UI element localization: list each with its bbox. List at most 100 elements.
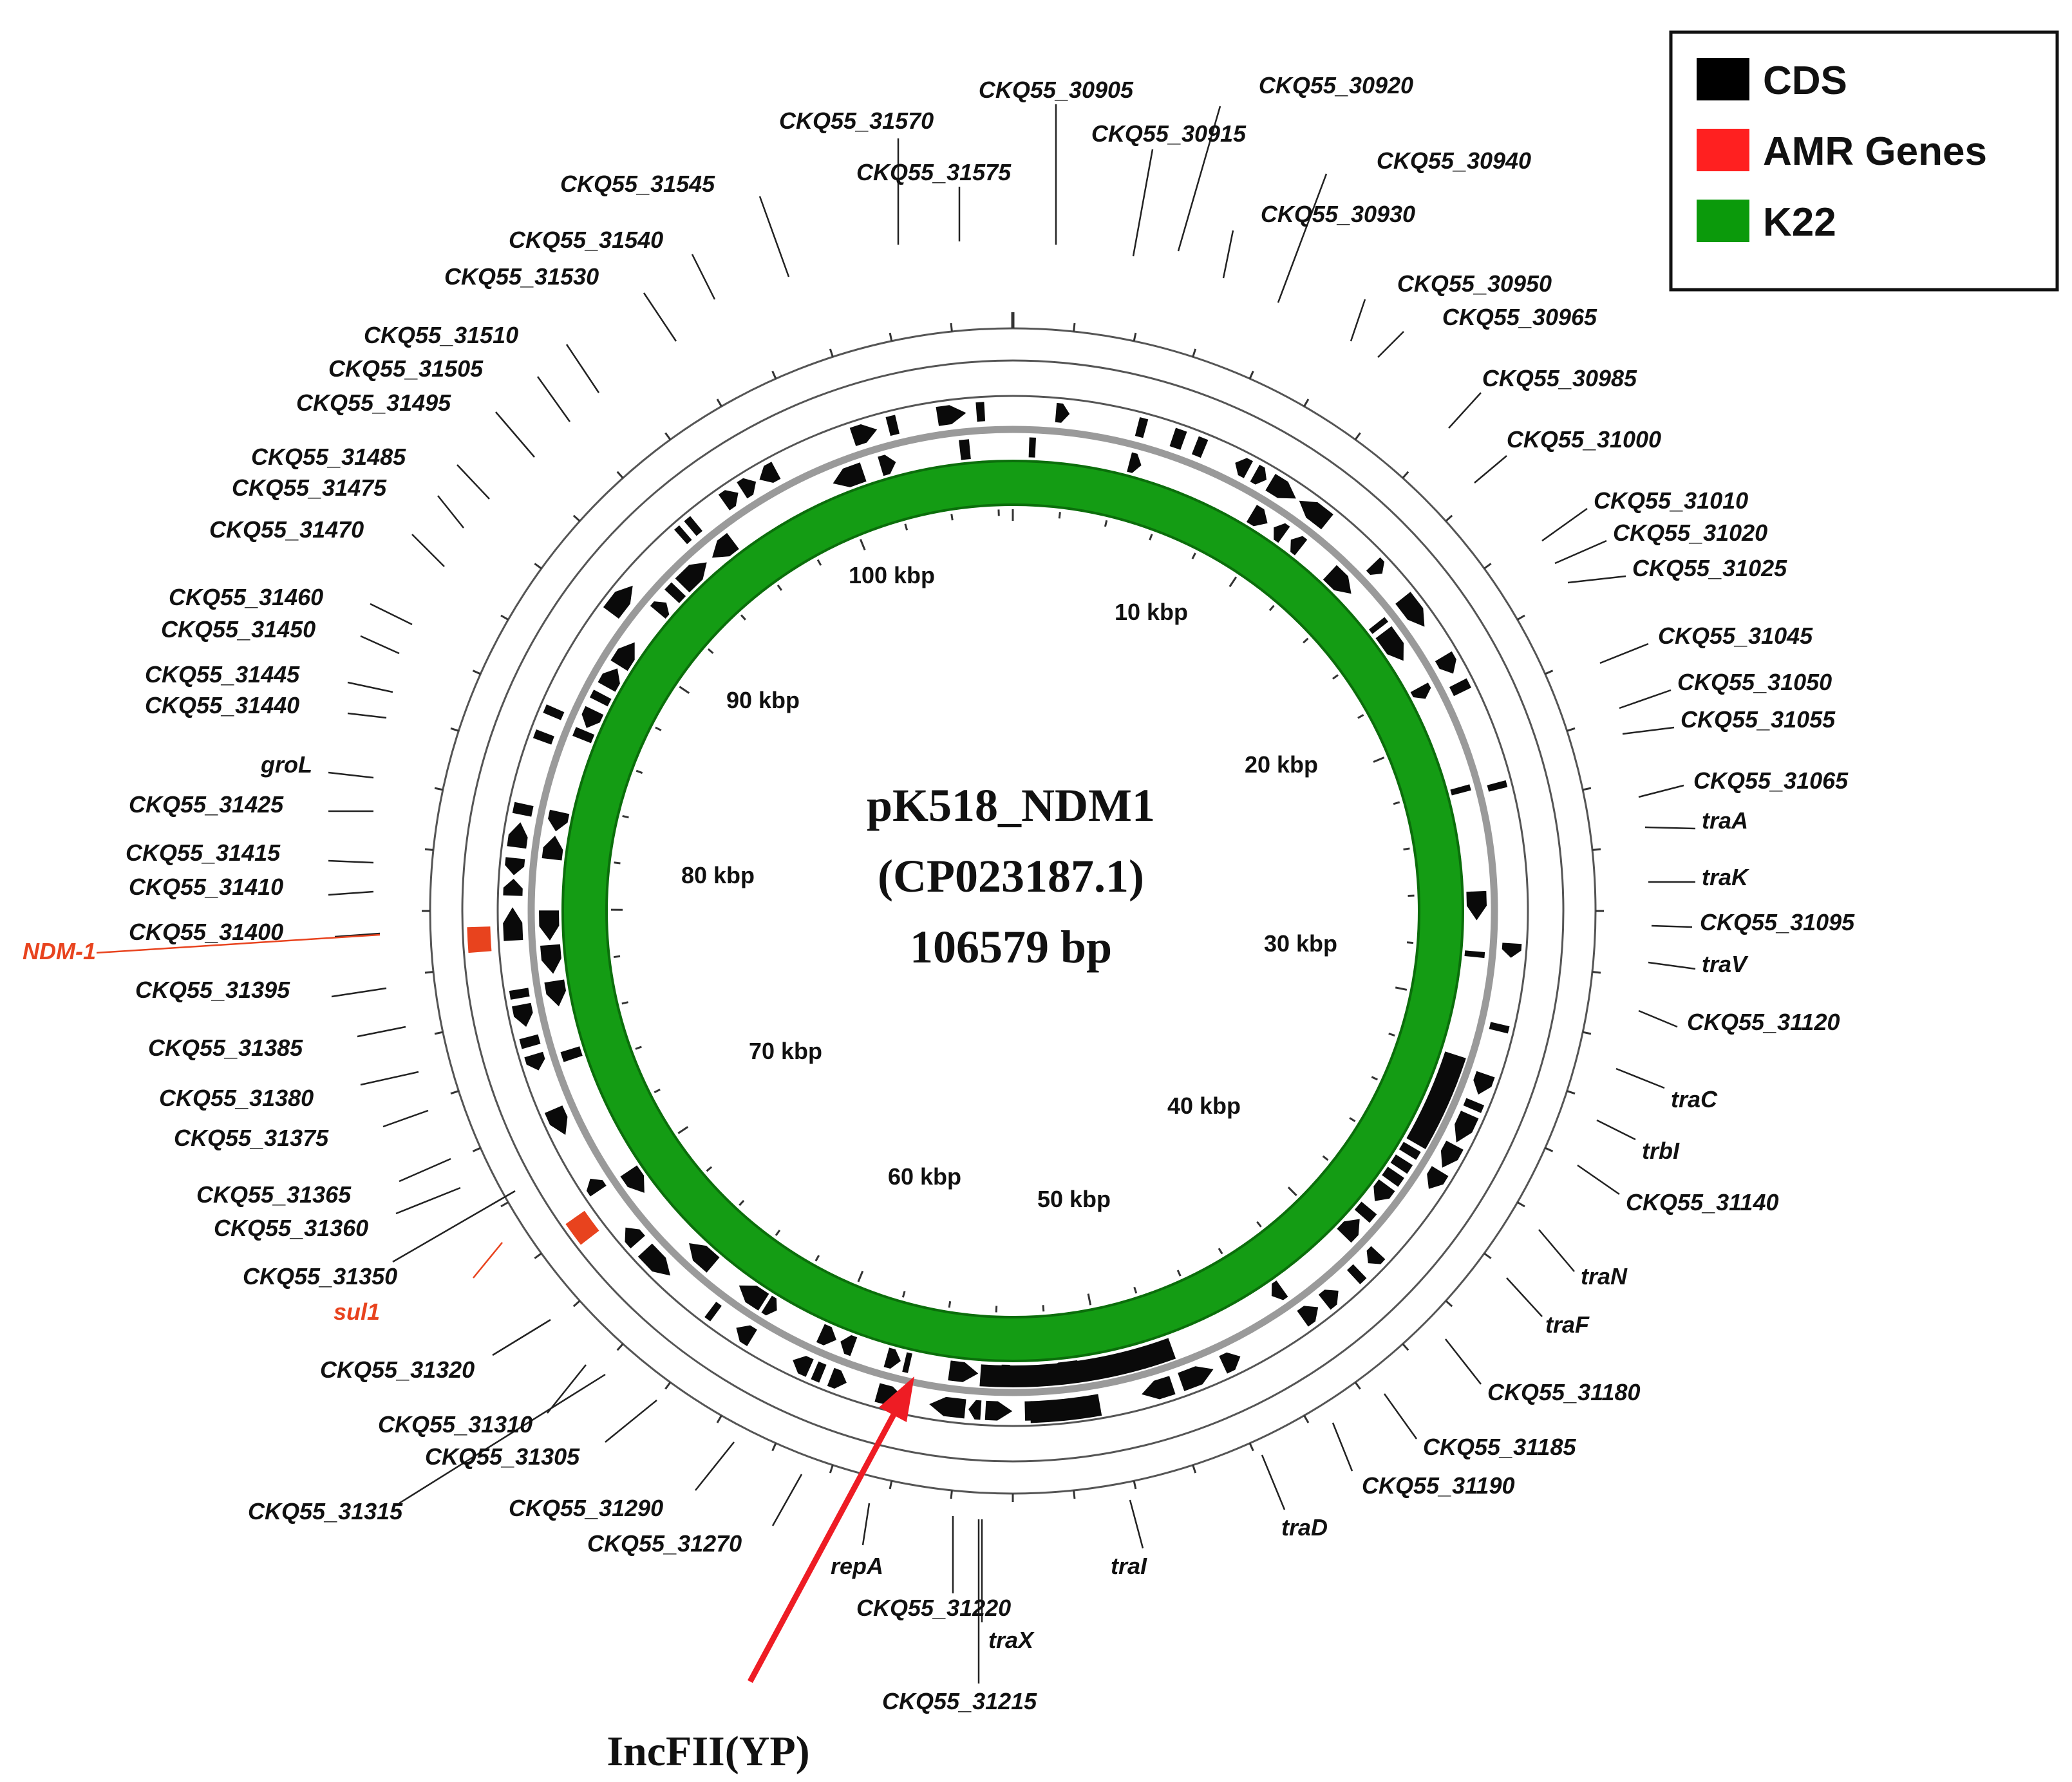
cds-feature [736, 1325, 757, 1346]
amr-features [467, 926, 599, 1245]
gene-leader [492, 1318, 551, 1356]
cds-feature [505, 857, 525, 876]
outer-tick [889, 1480, 893, 1490]
cds-features [503, 402, 1522, 1423]
cds-feature [1274, 523, 1290, 543]
gene-label: CKQ55_31290 [509, 1495, 663, 1521]
inner-tick [679, 686, 690, 694]
cds-feature [712, 532, 739, 558]
cds-feature [1169, 427, 1187, 450]
gene-leader [360, 1071, 419, 1086]
gene-label: CKQ55_31185 [1423, 1434, 1576, 1460]
outer-tick [664, 1382, 672, 1390]
inner-tick [1322, 1155, 1329, 1161]
outer-tick [616, 471, 624, 479]
gene-label: CKQ55_31320 [320, 1356, 475, 1383]
gene-leader [695, 1441, 735, 1491]
gene-label: CKQ55_31495 [296, 389, 451, 416]
amr-feature-sul1 [565, 1210, 599, 1245]
gene-label: traV [1702, 951, 1749, 977]
cds-feature [1299, 500, 1333, 530]
inner-tick [1388, 1032, 1395, 1036]
outer-tick [716, 1415, 722, 1423]
amr-ring [461, 359, 1565, 1463]
cds-feature [674, 525, 692, 545]
plasmid-length: 106579 bp [910, 921, 1112, 973]
gene-leader [392, 1190, 516, 1263]
inner-tick [740, 614, 746, 621]
outer-tick [1354, 1382, 1361, 1390]
cds-feature [1449, 678, 1471, 697]
gene-leader [1132, 149, 1154, 257]
outer-tick [1133, 1480, 1137, 1490]
outer-tick [1445, 514, 1453, 522]
inner-tick [815, 1255, 820, 1262]
gene-leader [399, 1373, 606, 1505]
gene-leader [1651, 924, 1693, 928]
inner-tick [1403, 847, 1410, 850]
gene-label: repA [831, 1553, 883, 1579]
outer-tick [1303, 1415, 1310, 1423]
cds-feature [560, 1046, 583, 1062]
cds-feature [587, 1178, 607, 1197]
cds-feature [878, 455, 896, 476]
inner-tick [1395, 986, 1408, 991]
gene-leader [1577, 1164, 1620, 1196]
gene-leader [1567, 575, 1626, 584]
outer-tick [1192, 348, 1197, 357]
gene-label: CKQ55_31095 [1700, 909, 1855, 935]
cds-feature [761, 1295, 777, 1316]
cds-feature [1390, 1154, 1413, 1174]
outer-tick [500, 614, 509, 621]
cds-feature [540, 944, 561, 974]
gene-label: CKQ55_31505 [328, 355, 484, 382]
gene-label: CKQ55_31425 [129, 791, 284, 818]
gene-leader [96, 933, 381, 954]
inner-tick [613, 955, 621, 959]
outer-tick [1545, 1147, 1554, 1152]
kbp-label: 10 kbp [1115, 599, 1188, 625]
inner-tick [739, 1199, 745, 1206]
gene-leader [1596, 1119, 1636, 1141]
inner-tick [1332, 674, 1339, 680]
inner-tick [1357, 714, 1364, 719]
cds-feature [503, 879, 523, 896]
cds-feature [1427, 1166, 1449, 1189]
cds-feature [544, 1105, 568, 1135]
outer-tick [1582, 1031, 1592, 1035]
cds-feature [603, 585, 633, 619]
backbone-ring [527, 426, 1498, 1396]
gene-label: traC [1671, 1086, 1718, 1112]
gene-label: CKQ55_31470 [209, 516, 364, 543]
outer-tick [1073, 323, 1076, 332]
inner-tick [1349, 1117, 1356, 1123]
kbp-label: 80 kbp [681, 862, 755, 888]
gene-label: CKQ55_31380 [159, 1085, 314, 1111]
gene-label: CKQ55_31365 [196, 1181, 352, 1208]
cds-feature [598, 668, 620, 692]
gene-label: CKQ55_31310 [378, 1411, 532, 1438]
cds-feature [1247, 505, 1268, 527]
outer-tick [950, 323, 953, 332]
gene-label: CKQ55_31460 [169, 584, 323, 610]
outer-tick [450, 1090, 459, 1095]
outer-tick [472, 1147, 481, 1152]
cds-feature [524, 1051, 545, 1071]
outer-tick [771, 1443, 777, 1452]
cds-feature [637, 1243, 671, 1276]
inner-tick [777, 585, 783, 591]
cds-feature [1502, 943, 1522, 958]
outer-tick [1483, 1252, 1492, 1259]
outer-tick [500, 1201, 509, 1208]
incfii-callout: IncFII(YP) [607, 1376, 914, 1775]
cds-feature [1466, 890, 1487, 921]
outer-tick [771, 370, 777, 379]
cds-feature [544, 979, 566, 1007]
gene-leader [1554, 539, 1607, 565]
gene-leader [536, 376, 571, 422]
gene-leader [1350, 299, 1366, 342]
legend-swatch [1697, 200, 1749, 242]
plasmid-accession: (CP023187.1) [878, 850, 1144, 902]
gene-label: CKQ55_31575 [856, 159, 1012, 185]
gene-leader [1277, 173, 1328, 303]
